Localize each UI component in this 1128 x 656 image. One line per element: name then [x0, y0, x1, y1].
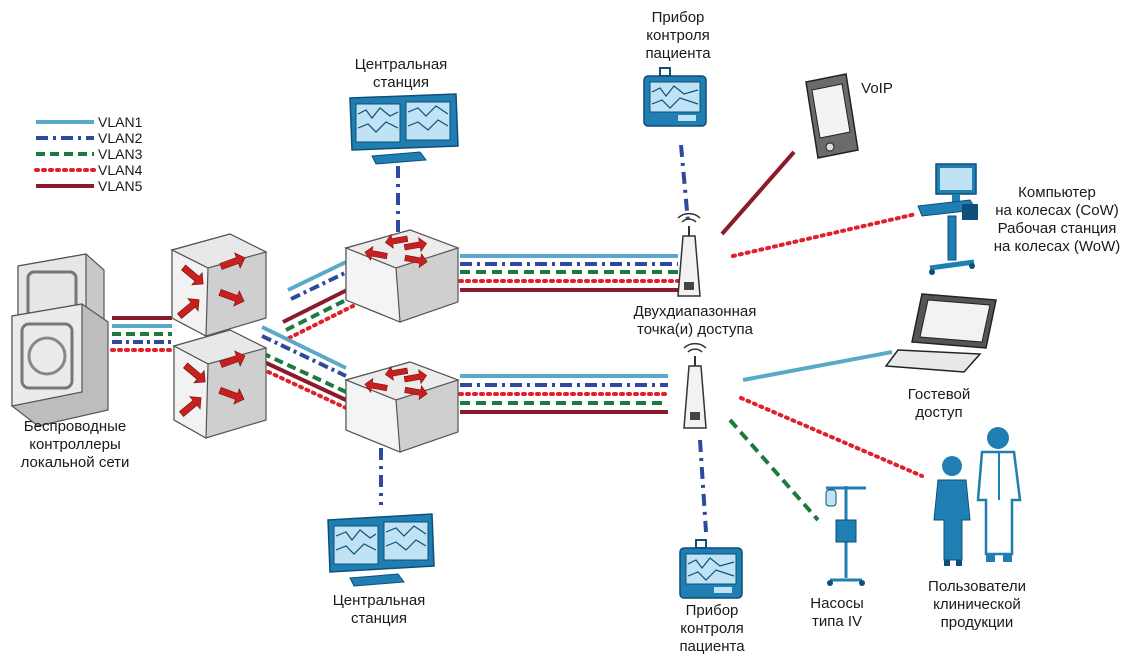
label-line: Беспроводные	[23, 418, 127, 435]
label-line: на колесах (WoW)	[993, 238, 1121, 255]
label-line: доступ	[915, 404, 963, 421]
label-access-point: Двухдиапазонная точка(и) доступа	[620, 303, 770, 339]
iv-pump	[825, 486, 866, 586]
label-line: Центральная	[332, 592, 426, 609]
legend-label-vlan1: VLAN1	[98, 114, 143, 130]
core-switch-top	[170, 233, 268, 337]
link-core-switch-bottom	[260, 325, 348, 410]
label-line: Прибор	[685, 602, 739, 619]
link-ap-guest	[742, 350, 893, 382]
voip-phone	[805, 73, 859, 159]
nurse-figure	[933, 456, 971, 566]
label-line: типа IV	[811, 613, 863, 630]
label-line: Рабочая станция	[997, 220, 1117, 237]
label-line: станция	[373, 74, 429, 91]
patient-monitor-top	[643, 67, 707, 127]
central-station-bottom	[327, 513, 435, 587]
core-switch-bottom	[172, 329, 268, 440]
doctor-figure	[976, 427, 1022, 562]
link-ap-cow	[731, 212, 918, 258]
label-iv-pumps: Насосы типа IV	[792, 595, 882, 631]
label-line: локальной сети	[20, 454, 130, 471]
label-line: пациента	[645, 45, 711, 62]
label-line: пациента	[679, 638, 745, 655]
legend-label-vlan5: VLAN5	[98, 178, 143, 194]
legend	[34, 120, 96, 188]
label-line: Гостевой	[907, 386, 971, 403]
label-line: станция	[351, 610, 407, 627]
access-switch-bottom	[344, 361, 460, 453]
label-clinical-users: Пользователи клинической продукции	[912, 578, 1042, 632]
label-controllers: Беспроводные контроллеры локальной сети	[0, 418, 150, 472]
link-ap-voip	[720, 150, 796, 236]
access-point-bottom	[683, 342, 707, 429]
label-line: Компьютер	[1018, 184, 1096, 201]
label-patient-monitor-bottom: Прибор контроля пациента	[664, 602, 760, 656]
central-station-top	[349, 93, 459, 165]
wireless-controllers	[11, 253, 109, 427]
link-ap-monitor-bottom	[698, 439, 708, 533]
label-line: клинической	[933, 596, 1021, 613]
link-controllers-core	[110, 316, 174, 352]
label-central-station-top: Центральная станция	[336, 56, 466, 92]
link-ap-iv	[728, 418, 820, 522]
label-cow: Компьютер на колесах (CoW) Рабочая станц…	[986, 184, 1128, 256]
label-line: на колесах (CoW)	[995, 202, 1119, 219]
guest-laptop	[884, 293, 997, 373]
label-voip: VoIP	[861, 80, 893, 97]
link-ap-clinical	[739, 396, 924, 478]
access-point-top	[677, 212, 701, 297]
access-switch-top	[344, 229, 460, 323]
label-line: продукции	[940, 614, 1014, 631]
label-patient-monitor-top: Прибор контроля пациента	[630, 9, 726, 63]
label-line: контроля	[680, 620, 744, 637]
label-line: Насосы	[810, 595, 864, 612]
legend-label-vlan2: VLAN2	[98, 130, 143, 146]
label-line: контроля	[646, 27, 710, 44]
link-core-switch-top	[282, 260, 355, 340]
computer-on-wheels	[917, 163, 978, 275]
link-ap-monitor-top	[679, 144, 690, 223]
label-line: Центральная	[354, 56, 448, 73]
label-line: Прибор	[651, 9, 705, 26]
label-guest: Гостевой доступ	[894, 386, 984, 422]
link-switch-ap-bottom	[458, 374, 670, 414]
network-links	[110, 144, 924, 533]
patient-monitor-bottom	[679, 539, 743, 599]
label-line: точка(и) доступа	[637, 321, 753, 338]
label-line: контроллеры	[29, 436, 121, 453]
label-central-station-bottom: Центральная станция	[314, 592, 444, 628]
clinical-users	[933, 427, 1022, 566]
label-line: Пользователи	[928, 578, 1026, 595]
label-line: Двухдиапазонная	[633, 303, 757, 320]
controller-unit-front	[11, 303, 109, 427]
legend-label-vlan4: VLAN4	[98, 162, 143, 178]
legend-label-vlan3: VLAN3	[98, 146, 143, 162]
link-switch-ap-top	[458, 254, 680, 292]
